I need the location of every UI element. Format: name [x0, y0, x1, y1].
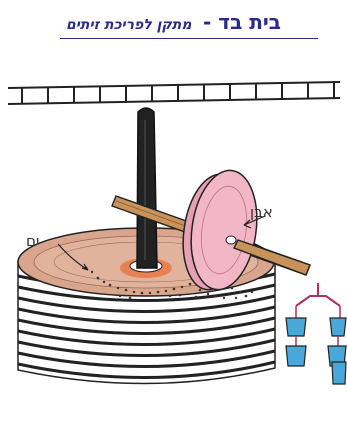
ceiling-beam: [8, 82, 340, 104]
hanging-weights: [286, 283, 346, 384]
central-post: [137, 108, 157, 268]
basin-label: ים: [26, 232, 39, 250]
millstone-label: אבן: [250, 203, 273, 221]
